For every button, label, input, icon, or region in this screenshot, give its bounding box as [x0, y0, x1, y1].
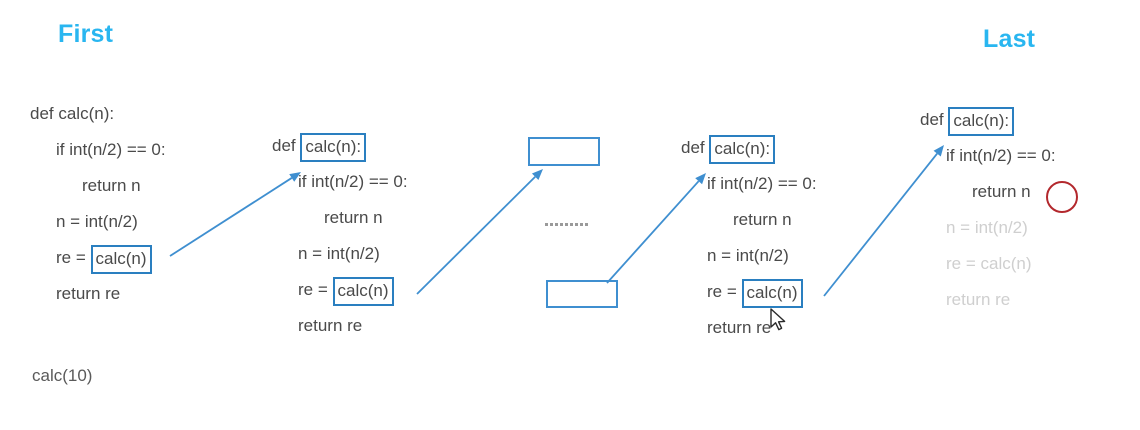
empty-box-upper: [528, 137, 600, 166]
highlighted-call-box: calc(n):: [300, 133, 367, 162]
ellipsis-dot: [550, 223, 553, 226]
code-line-text-dim: n = int(n/2): [946, 218, 1028, 237]
highlighted-call-box: calc(n):: [709, 135, 776, 164]
ellipsis-dot: [570, 223, 573, 226]
code-line-text: return n: [324, 208, 383, 227]
ellipsis-dot: [565, 223, 568, 226]
empty-box-lower: [546, 280, 618, 308]
ellipsis-dot: [560, 223, 563, 226]
code-line: re = calc(n): [30, 240, 166, 276]
code-line: return n: [30, 168, 166, 204]
code-line-text: def calc(n):: [30, 104, 115, 123]
code-line: if int(n/2) == 0:: [920, 138, 1056, 174]
code-line-text: if int(n/2) == 0:: [298, 172, 408, 191]
ellipsis-dots: [545, 223, 588, 226]
code-line-text: if int(n/2) == 0:: [707, 174, 817, 193]
code-line: def calc(n):: [920, 102, 1056, 138]
code-line-text: n = int(n/2): [298, 244, 380, 263]
ellipsis-dot: [555, 223, 558, 226]
code-line: re = calc(n): [272, 272, 408, 308]
code-line-prefix: re =: [56, 248, 91, 267]
code-line: if int(n/2) == 0:: [681, 166, 817, 202]
highlight-circle-return-n: [1046, 181, 1078, 213]
code-line-prefix: def: [681, 138, 710, 157]
code-line: return n: [920, 174, 1056, 210]
code-line-prefix: re =: [707, 282, 742, 301]
code-line: return re: [920, 282, 1056, 318]
highlighted-call-box: calc(n): [741, 279, 803, 308]
code-line: def calc(n):: [272, 128, 408, 164]
code-line-prefix: def: [272, 136, 301, 155]
code-line: return re: [30, 276, 166, 312]
code-line-text: return re: [56, 284, 121, 303]
code-line: def calc(n):: [30, 96, 166, 132]
code-line: return re: [272, 308, 408, 344]
code-line-text-dim: return re: [946, 290, 1011, 309]
highlighted-call-box: calc(n): [90, 245, 152, 274]
code-line-text: if int(n/2) == 0:: [946, 146, 1056, 165]
code-line-text: return n: [82, 176, 141, 195]
code-line: if int(n/2) == 0:: [30, 132, 166, 168]
code-line: re = calc(n): [681, 274, 817, 310]
ellipsis-dot: [580, 223, 583, 226]
code-block-first: def calc(n): if int(n/2) == 0: return n n =…: [30, 96, 166, 312]
code-line-text: n = int(n/2): [707, 246, 789, 265]
code-block-four: def calc(n): if int(n/2) == 0: return n n =…: [681, 130, 817, 346]
code-line-prefix: def: [920, 110, 949, 129]
highlighted-call-box: calc(n):: [948, 107, 1015, 136]
code-line-text: return n: [733, 210, 792, 229]
code-line-text-dim: re = calc(n): [946, 254, 1032, 273]
call-statement: calc(10): [32, 366, 93, 385]
code-line-prefix: re =: [298, 280, 333, 299]
code-line: n = int(n/2): [272, 236, 408, 272]
code-line-text: return re: [707, 318, 772, 337]
code-block-two: def calc(n): if int(n/2) == 0: return n n =…: [272, 128, 408, 344]
ellipsis-dot: [575, 223, 578, 226]
ellipsis-dot: [545, 223, 548, 226]
code-line: return re: [681, 310, 817, 346]
highlighted-call-box: calc(n): [332, 277, 394, 306]
code-line: return n: [681, 202, 817, 238]
code-line-text: return re: [298, 316, 363, 335]
code-line: n = int(n/2): [30, 204, 166, 240]
code-line: n = int(n/2): [920, 210, 1056, 246]
code-line: def calc(n):: [681, 130, 817, 166]
heading-last: Last: [983, 25, 1036, 53]
code-line-text: if int(n/2) == 0:: [56, 140, 166, 159]
heading-first: First: [58, 20, 114, 48]
code-line-text: return n: [972, 182, 1031, 201]
code-line-text: n = int(n/2): [56, 212, 138, 231]
code-line: return n: [272, 200, 408, 236]
code-block-last: def calc(n): if int(n/2) == 0: return n n =…: [920, 102, 1056, 318]
ellipsis-dot: [585, 223, 588, 226]
code-line: if int(n/2) == 0:: [272, 164, 408, 200]
arrow-2: [416, 169, 543, 295]
code-line: n = int(n/2): [681, 238, 817, 274]
code-line: re = calc(n): [920, 246, 1056, 282]
